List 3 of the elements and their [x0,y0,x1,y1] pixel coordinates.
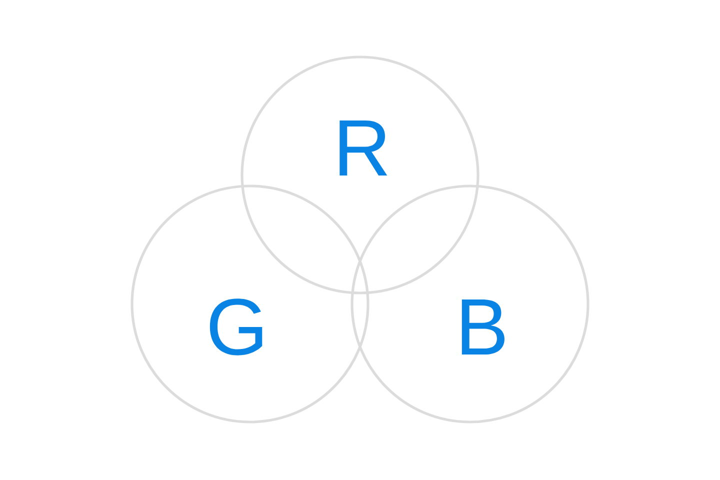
circle-label: G [210,298,262,356]
circle-label: R [340,120,388,176]
circle-label: B [462,299,504,355]
